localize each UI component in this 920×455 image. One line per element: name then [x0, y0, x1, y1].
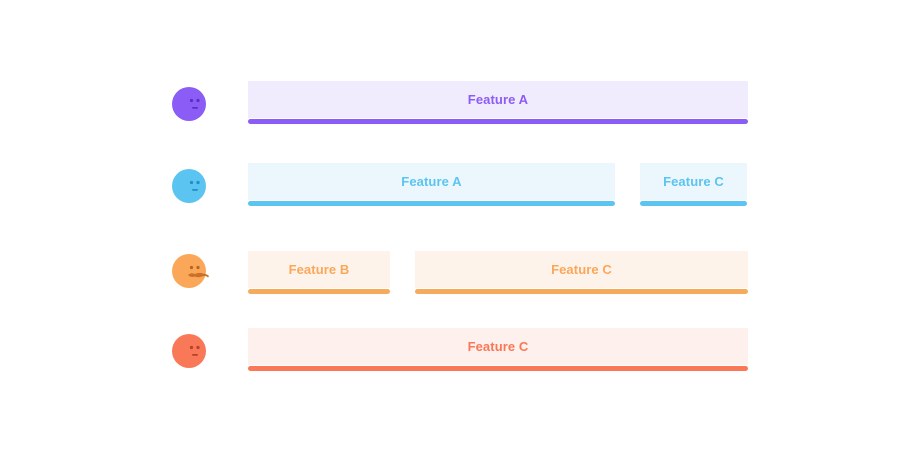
user-row-3: Feature B Feature C	[0, 251, 920, 301]
feature-label: Feature A	[467, 92, 529, 107]
neutral-face-icon	[172, 334, 206, 368]
neutral-face-icon	[172, 87, 206, 121]
feature-label: Feature B	[288, 262, 350, 277]
feature-bar[interactable]: Feature A	[248, 163, 615, 206]
feature-bar-line	[248, 119, 748, 124]
user-row-4: Feature C	[0, 328, 920, 378]
feature-bar-line	[248, 366, 748, 371]
feature-bar[interactable]: Feature C	[640, 163, 747, 206]
feature-label: Feature A	[401, 174, 462, 189]
feature-bar[interactable]: Feature B	[248, 251, 390, 294]
feature-label: Feature C	[467, 339, 529, 354]
neutral-face-icon	[172, 169, 206, 203]
feature-bar-line	[640, 201, 747, 206]
feature-label: Feature C	[551, 262, 612, 277]
mustache-face-icon	[172, 254, 209, 288]
user-row-2: Feature A Feature C	[0, 163, 920, 213]
feature-bar[interactable]: Feature C	[415, 251, 748, 294]
feature-bar[interactable]: Feature A	[248, 81, 748, 124]
feature-label: Feature C	[663, 174, 724, 189]
user-row-1: Feature A	[0, 81, 920, 131]
feature-bar-line	[415, 289, 748, 294]
feature-bar-line	[248, 201, 615, 206]
feature-bar-line	[248, 289, 390, 294]
feature-bar[interactable]: Feature C	[248, 328, 748, 371]
